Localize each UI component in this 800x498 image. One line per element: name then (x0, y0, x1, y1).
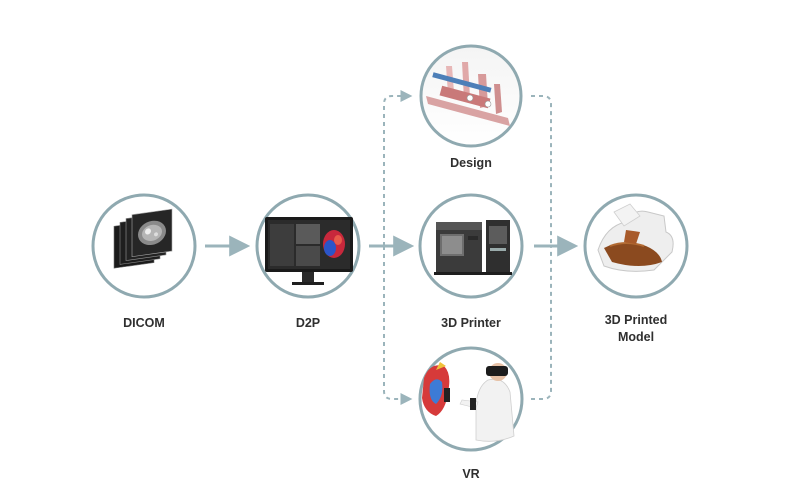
printer-label: 3D Printer (441, 316, 501, 330)
vr-label: VR (462, 467, 479, 481)
d2p-label: D2P (296, 316, 320, 330)
vr-headset-user-icon (422, 362, 515, 442)
node-d2p: D2P (255, 193, 361, 330)
anatomy-design-icon (426, 62, 510, 126)
node-vr: VR (418, 346, 524, 481)
dashed-branch-to-design (383, 90, 413, 246)
dashed-return-from-vr (531, 246, 552, 400)
model-label-line2: Model (618, 330, 654, 344)
dashed-return-from-design (531, 95, 552, 246)
3d-printer-icon (434, 220, 512, 275)
monitor-software-icon (265, 217, 353, 285)
printed-jaw-model-icon (597, 203, 674, 272)
ct-scan-stack-icon (113, 208, 173, 269)
node-printer: 3D Printer (418, 193, 524, 330)
model-label-line1: 3D Printed (605, 313, 668, 327)
node-dicom: DICOM (91, 193, 197, 330)
design-label: Design (450, 156, 492, 170)
node-design: Design (419, 44, 523, 170)
dashed-branch-to-vr (383, 246, 413, 405)
dicom-label: DICOM (123, 316, 165, 330)
node-model: 3D Printed Model (583, 193, 689, 344)
